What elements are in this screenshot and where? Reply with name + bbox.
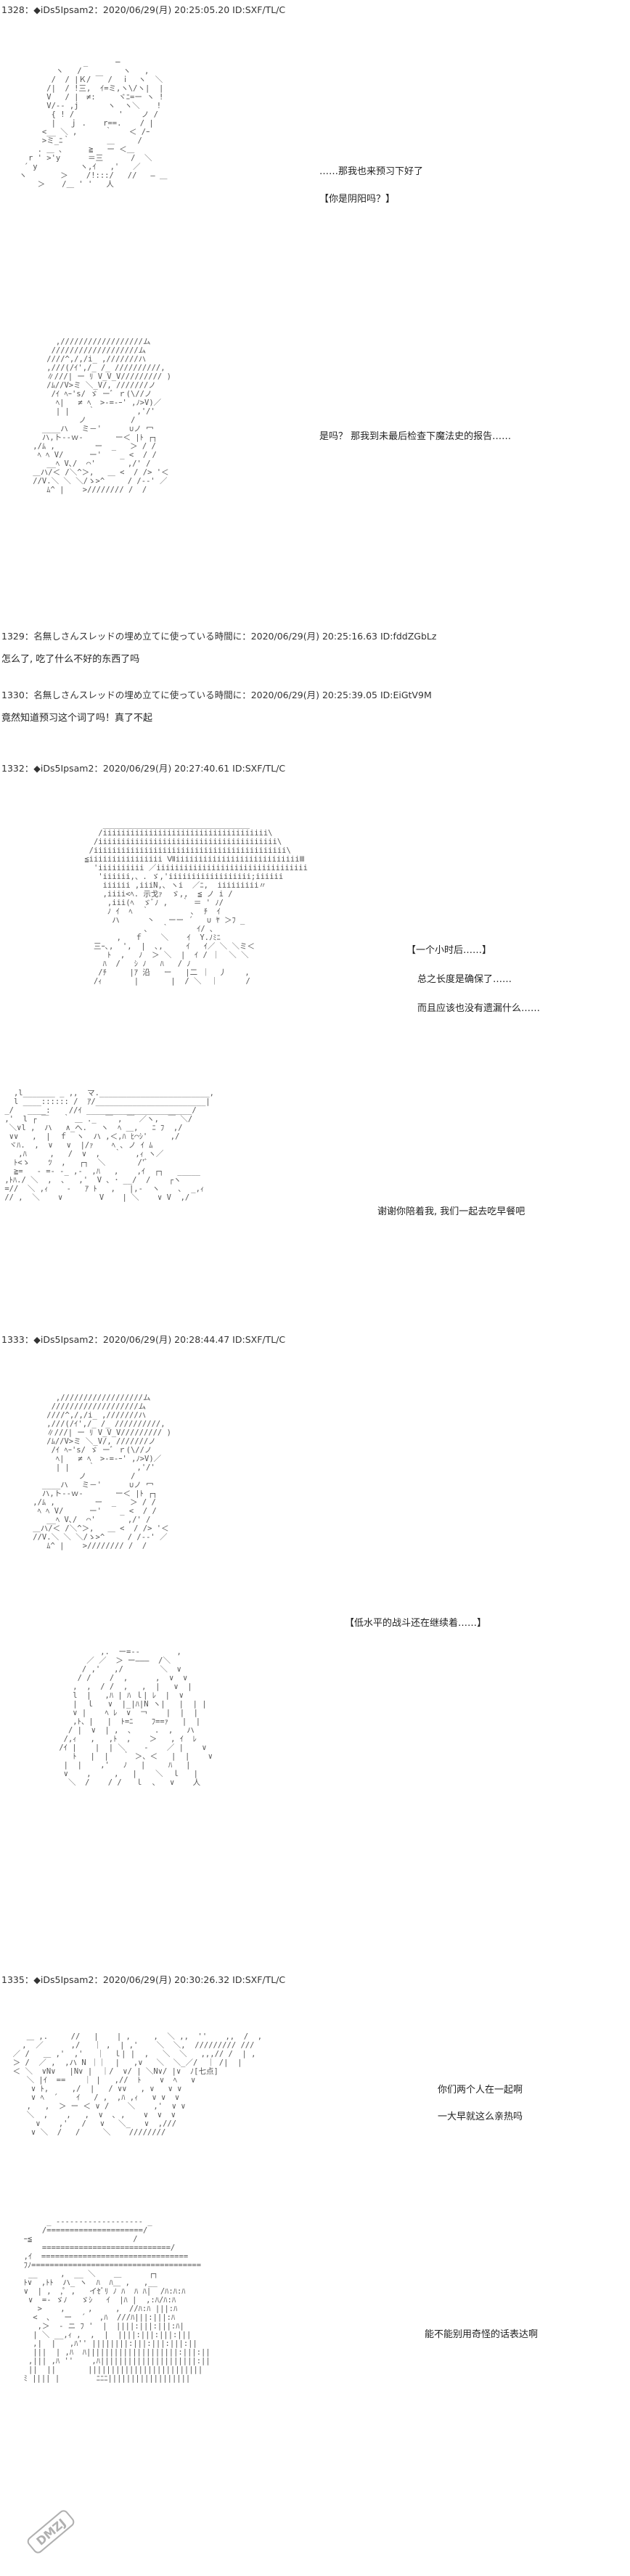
dmzj-watermark-logo: DMZJ <box>22 2503 80 2561</box>
ascii-art-character: ,//////////////////ム ///////////////////… <box>33 1394 171 1550</box>
dialog-line: 能不能别用奇怪的话表达啊 <box>425 2329 539 2340</box>
dialog-line: 总之长度是确保了…… <box>417 974 512 985</box>
ascii-art-character: _ ------------------- _ /===============… <box>23 2217 210 2383</box>
dialog-line: ……那我也来预习下好了 <box>319 166 424 177</box>
dialog-line: 【你是阴阳吗？】 <box>319 194 396 205</box>
ascii-art-character: ＿ ,. // | | , , ＼ ,, '' ,, / , , ／ ,/ ｜ … <box>12 2032 263 2137</box>
ascii-art-character: ,l_______ _ ,, マ._______________________… <box>4 1089 214 1202</box>
dialog-line: 一大早就这么亲热吗 <box>438 2111 523 2122</box>
post-header: 1330：名無しさんスレッドの埋め立てに使っている時間に：2020/06/29(… <box>1 690 432 700</box>
post-header: 1329：名無しさんスレッドの埋め立てに使っている時間に：2020/06/29(… <box>1 631 437 642</box>
post-header: 1335：◆iDs5Ipsam2：2020/06/29(月) 20:30:26.… <box>1 1974 286 1985</box>
ascii-art-character: ,//////////////////ム ///////////////////… <box>33 338 171 494</box>
dialog-line: 竟然知道预习这个词了吗！真了不起 <box>1 713 153 724</box>
ascii-art-character: _ ─ ヽ / ヽ , / / |Ｋ/ ￣ / ⅰ ヽ ＼ /| / !三, ｲ… <box>19 58 168 189</box>
dialog-line: 是吗？ 那我到未最后检查下魔法史的报告…… <box>319 431 512 442</box>
dialog-line: 【一个小时后……】 <box>406 945 492 956</box>
ascii-art-character: ,. ー=‐- , ／ ／ ＞ ー――― /＼ / ,' ,/ ＼ ∨ / / … <box>59 1648 213 1787</box>
post-header: 1328：◆iDs5Ipsam2：2020/06/29(月) 20:25:05.… <box>1 4 286 15</box>
dialog-line: 你们两个人在一起啊 <box>438 2085 523 2095</box>
ascii-art-character: ________________________________ /iiiiii… <box>84 820 308 986</box>
dialog-line: 【低水平的战斗还在继续着……】 <box>345 1618 487 1629</box>
dialog-line: 谢谢你陪着我, 我们一起去吃早餐吧 <box>377 1206 525 1217</box>
post-header: 1333：◆iDs5Ipsam2：2020/06/29(月) 20:28:44.… <box>1 1334 286 1345</box>
dialog-line: 怎么了, 吃了什么不好的东西了吗 <box>1 654 140 665</box>
dialog-line: 而且应该也没有遗漏什么…… <box>417 1003 541 1014</box>
post-header: 1332：◆iDs5Ipsam2：2020/06/29(月) 20:27:40.… <box>1 763 286 774</box>
